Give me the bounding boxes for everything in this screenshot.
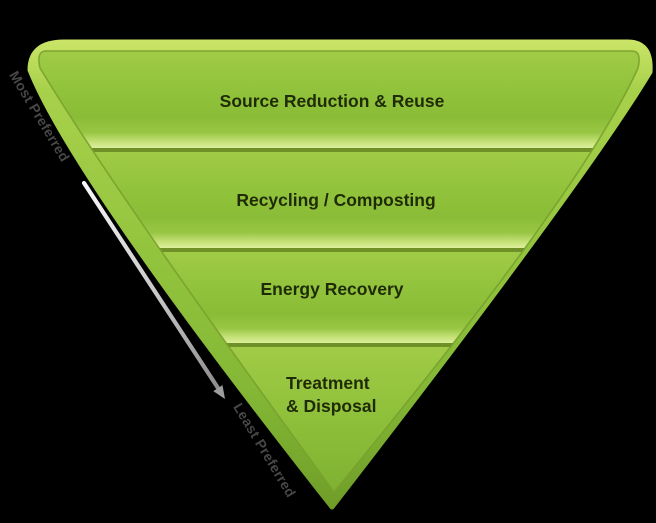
tier-recycling-label: Recycling / Composting [236,190,435,210]
preference-arrow-head-icon [213,385,225,399]
pyramid-inner-keyline [38,50,640,493]
preference-arrow-line [81,180,221,391]
tier-treatment-label-line1: Treatment [286,373,370,393]
preference-arrow [81,180,225,399]
tier-source-reduction-band [38,51,640,148]
tier-energy-label: Energy Recovery [261,279,404,299]
pyramid-tiers [38,51,640,492]
tier-treatment-band [38,347,640,492]
tier-treatment-label-line2: & Disposal [286,396,376,416]
tier-divider [38,343,640,347]
tier-divider [38,248,640,252]
tier-divider [38,148,640,152]
tier-source-reduction-label: Source Reduction & Reuse [220,91,445,111]
